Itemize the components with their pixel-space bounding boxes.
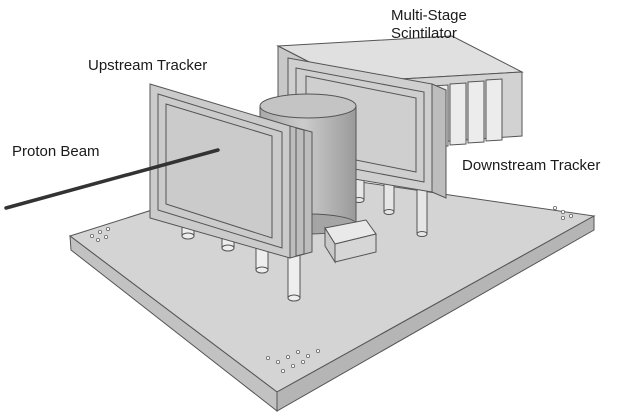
proton-beam-line bbox=[4, 148, 220, 210]
label-multi-stage-line1: Multi-Stage bbox=[391, 7, 467, 24]
label-downstream-tracker: Downstream Tracker bbox=[462, 157, 600, 174]
label-multi-stage-line2: Scintilator bbox=[391, 25, 457, 42]
label-proton-beam: Proton Beam bbox=[12, 143, 100, 160]
label-upstream-tracker: Upstream Tracker bbox=[88, 57, 207, 74]
upstream-tracker bbox=[149, 83, 313, 259]
